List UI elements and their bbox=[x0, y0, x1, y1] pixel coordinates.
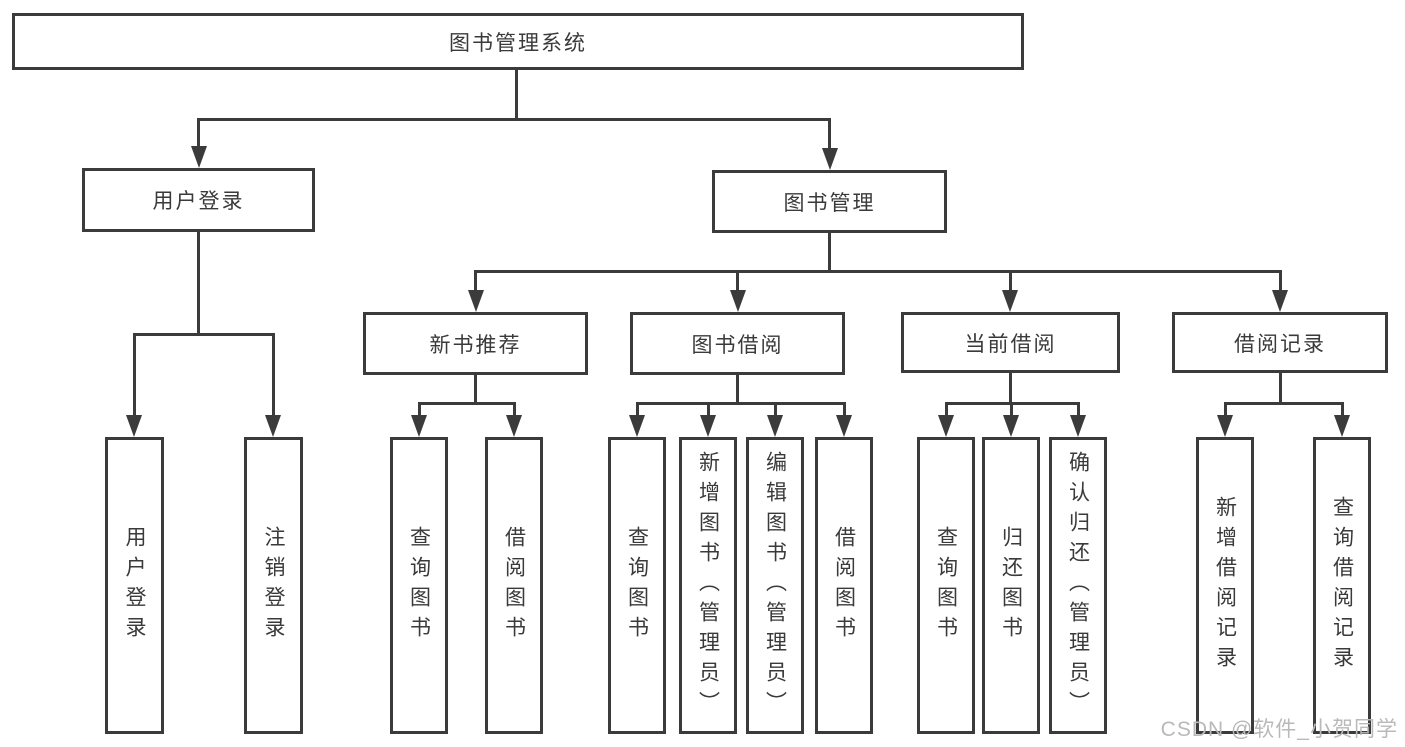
leaf-label: 查询借阅记录 bbox=[1330, 495, 1354, 676]
edge-vline bbox=[1224, 402, 1227, 417]
edge-hline bbox=[1224, 402, 1344, 405]
edge-vline bbox=[418, 402, 421, 417]
leaf-label: 确认归还（管理员） bbox=[1066, 450, 1090, 721]
leaf-edit-books-admin: 编辑图书（管理员） bbox=[746, 437, 804, 734]
node-label: 图书借阅 bbox=[691, 333, 784, 357]
edge-arrow-icon bbox=[767, 415, 783, 437]
leaf-borrow-books-2: 借阅图书 bbox=[815, 437, 873, 734]
node-new-book-recommend: 新书推荐 bbox=[363, 312, 588, 375]
edge-arrow-icon bbox=[1002, 290, 1018, 312]
edge-vline bbox=[736, 272, 739, 292]
edge-arrow-icon bbox=[700, 415, 716, 437]
edge-vline bbox=[197, 118, 200, 148]
edge-vline bbox=[272, 333, 275, 417]
leaf-add-books-admin: 新增图书（管理员） bbox=[679, 437, 737, 734]
edge-vline bbox=[636, 402, 639, 417]
edge-vline bbox=[515, 70, 518, 120]
edge-arrow-icon bbox=[265, 415, 281, 437]
edge-vline bbox=[945, 402, 948, 417]
edge-vline bbox=[133, 333, 136, 417]
edge-arrow-icon bbox=[1334, 415, 1350, 437]
edge-vline bbox=[843, 402, 846, 417]
leaf-query-borrow-record: 查询借阅记录 bbox=[1313, 437, 1371, 734]
edge-arrow-icon bbox=[191, 146, 207, 168]
edge-vline bbox=[197, 232, 200, 335]
edge-vline bbox=[736, 375, 739, 404]
edge-arrow-icon bbox=[506, 415, 522, 437]
edge-arrow-icon bbox=[629, 415, 645, 437]
edge-arrow-icon bbox=[938, 415, 954, 437]
edge-vline bbox=[1009, 373, 1012, 404]
leaf-confirm-return-admin: 确认归还（管理员） bbox=[1049, 437, 1107, 734]
leaf-label: 编辑图书（管理员） bbox=[763, 450, 787, 721]
edge-vline bbox=[1341, 402, 1344, 417]
node-label: 新书推荐 bbox=[429, 333, 522, 357]
edge-vline bbox=[707, 402, 710, 417]
node-current-borrow: 当前借阅 bbox=[901, 312, 1120, 373]
edge-vline bbox=[474, 272, 477, 292]
node-root: 图书管理系统 bbox=[12, 13, 1024, 70]
edge-hline bbox=[636, 402, 846, 405]
leaf-label: 新增图书（管理员） bbox=[696, 450, 720, 721]
edge-vline bbox=[1077, 402, 1080, 417]
edge-arrow-icon bbox=[1217, 415, 1233, 437]
edge-arrow-icon bbox=[1272, 290, 1288, 312]
leaf-label: 借阅图书 bbox=[832, 525, 856, 646]
leaf-label: 借阅图书 bbox=[502, 525, 526, 646]
node-label: 图书管理 bbox=[783, 191, 876, 215]
edge-arrow-icon bbox=[1070, 415, 1086, 437]
edge-vline bbox=[774, 402, 777, 417]
leaf-logout: 注销登录 bbox=[244, 437, 303, 734]
edge-arrow-icon bbox=[411, 415, 427, 437]
edge-hline bbox=[474, 270, 1282, 273]
edge-hline bbox=[418, 402, 516, 405]
leaf-label: 查询图书 bbox=[934, 525, 958, 646]
edge-hline bbox=[133, 333, 275, 336]
edge-arrow-icon bbox=[822, 148, 838, 170]
edge-vline bbox=[828, 118, 831, 150]
edge-vline bbox=[1279, 373, 1282, 404]
leaf-label: 新增借阅记录 bbox=[1213, 495, 1237, 676]
node-label: 用户登录 bbox=[152, 190, 245, 213]
edge-arrow-icon bbox=[1003, 415, 1019, 437]
node-label: 图书管理系统 bbox=[449, 31, 587, 55]
node-user-login: 用户登录 bbox=[82, 168, 315, 232]
leaf-label: 注销登录 bbox=[262, 525, 285, 646]
node-book-borrow: 图书借阅 bbox=[630, 312, 845, 375]
edge-vline bbox=[1279, 272, 1282, 292]
node-label: 借阅记录 bbox=[1234, 332, 1326, 356]
leaf-add-borrow-record: 新增借阅记录 bbox=[1196, 437, 1254, 734]
edge-vline bbox=[1009, 272, 1012, 292]
node-borrow-records: 借阅记录 bbox=[1172, 312, 1388, 373]
leaf-label: 用户登录 bbox=[123, 525, 146, 646]
leaf-label: 查询图书 bbox=[625, 525, 649, 646]
leaf-label: 归还图书 bbox=[999, 525, 1023, 646]
edge-vline bbox=[513, 402, 516, 417]
edge-arrow-icon bbox=[126, 415, 142, 437]
leaf-query-books-2: 查询图书 bbox=[608, 437, 666, 734]
watermark: CSDN @软件_小贺同学 bbox=[1160, 718, 1398, 741]
node-book-management: 图书管理 bbox=[712, 170, 947, 233]
edge-vline bbox=[828, 233, 831, 273]
leaf-return-books: 归还图书 bbox=[982, 437, 1040, 734]
node-label: 当前借阅 bbox=[964, 332, 1057, 356]
edge-arrow-icon bbox=[468, 290, 484, 312]
edge-arrow-icon bbox=[836, 415, 852, 437]
leaf-label: 查询图书 bbox=[407, 525, 431, 646]
edge-vline bbox=[1010, 402, 1013, 417]
edge-vline bbox=[474, 375, 477, 404]
leaf-user-login: 用户登录 bbox=[105, 437, 164, 734]
leaf-query-books-3: 查询图书 bbox=[917, 437, 975, 734]
edge-arrow-icon bbox=[730, 290, 746, 312]
leaf-query-books-1: 查询图书 bbox=[390, 437, 448, 734]
edge-hline bbox=[197, 118, 831, 121]
leaf-borrow-books-1: 借阅图书 bbox=[485, 437, 543, 734]
